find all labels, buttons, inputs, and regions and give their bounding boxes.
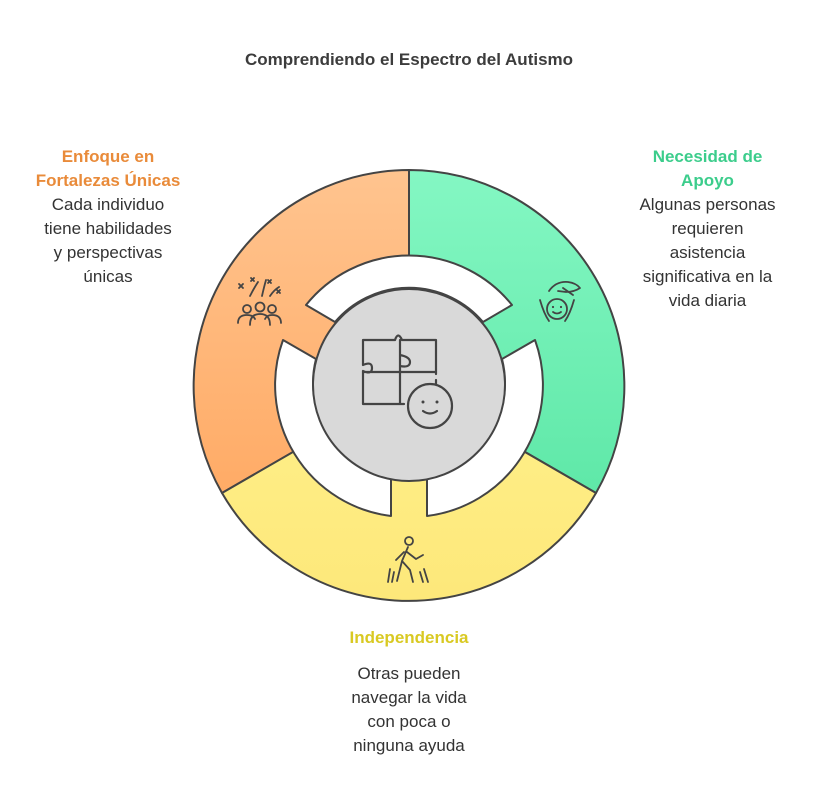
strengths-desc-line-3: y perspectivas (53, 243, 163, 262)
independence-description: Otras pueden navegar la vida con poca o … (309, 662, 509, 758)
support-desc-line-1: Algunas personas (639, 195, 776, 214)
support-description: Algunas personas requieren asistencia si… (615, 193, 800, 313)
independence-desc-line-1: Otras pueden (357, 664, 461, 683)
strengths-description: Cada individuo tiene habilidades y persp… (18, 193, 198, 289)
independence-desc-line-2: navegar la vida (351, 688, 467, 707)
label-support: Necesidad de Apoyo Algunas personas requ… (615, 145, 800, 313)
strengths-desc-line-4: únicas (83, 267, 133, 286)
strengths-heading-line-1: Enfoque en (61, 147, 155, 166)
support-heading-line-2: Apoyo (681, 171, 734, 190)
support-desc-line-4: significativa en la (642, 267, 773, 286)
strengths-heading-line-2: Fortalezas Únicas (35, 171, 181, 190)
diagram-title: Comprendiendo el Espectro del Autismo (244, 50, 574, 69)
puzzle-child-icon (361, 334, 454, 430)
crowd-people-icon (237, 277, 282, 326)
support-desc-line-2: requieren (671, 219, 744, 238)
support-heading-line-1: Necesidad de (652, 147, 763, 166)
label-strengths: Enfoque en Fortalezas Únicas Cada indivi… (18, 145, 198, 289)
strengths-desc-line-1: Cada individuo (51, 195, 165, 214)
strengths-heading: Enfoque en Fortalezas Únicas (18, 145, 198, 193)
support-desc-line-3: asistencia (669, 243, 746, 262)
independence-desc-line-4: ninguna ayuda (353, 736, 465, 755)
support-heading: Necesidad de Apoyo (615, 145, 800, 193)
independence-desc-line-3: con poca o (367, 712, 451, 731)
center-circle (312, 288, 506, 482)
walking-person-icon (387, 536, 429, 583)
support-desc-line-5: vida diaria (668, 291, 747, 310)
label-independence: Independencia Otras pueden navegar la vi… (309, 626, 509, 758)
independence-heading: Independencia (309, 626, 509, 650)
strengths-desc-line-2: tiene habilidades (44, 219, 172, 238)
hand-holding-child-icon (539, 281, 581, 322)
segment-independence (221, 384, 597, 602)
inner-arc-top (305, 254, 513, 323)
independence-heading-line-1: Independencia (349, 628, 469, 647)
